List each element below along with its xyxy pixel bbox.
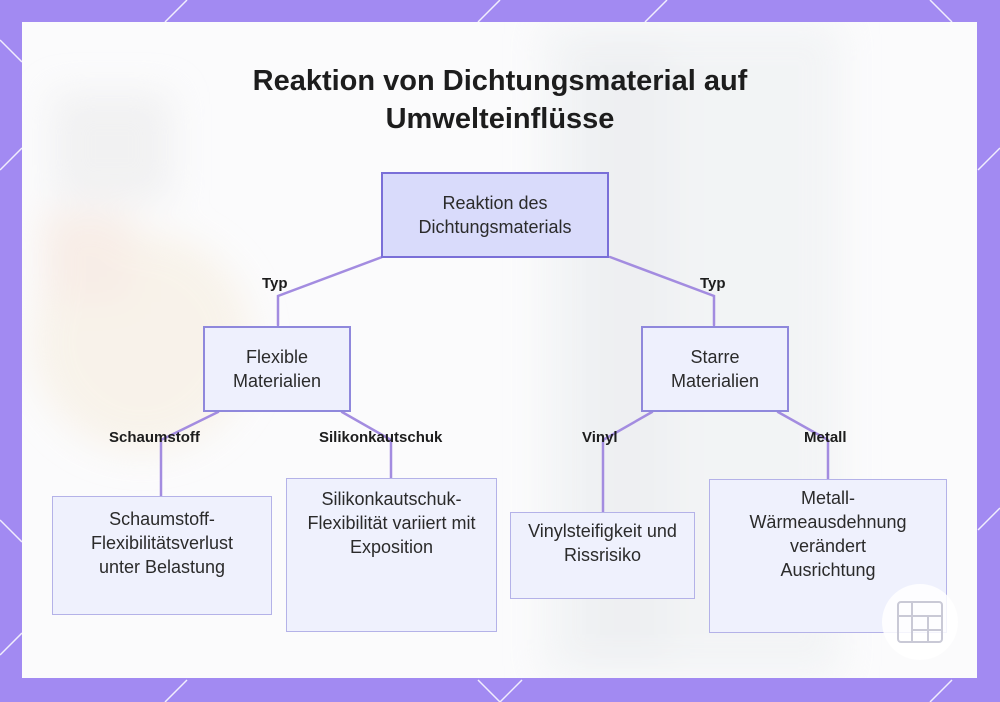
- edge-label-schaumstoff: Schaumstoff: [109, 429, 200, 446]
- root-node: Reaktion des Dichtungsmaterials: [381, 172, 609, 258]
- edge-label-vinyl: Vinyl: [582, 429, 618, 446]
- silicone-leaf-node: Silikonkautschuk-Flexibilität variiert m…: [286, 478, 497, 632]
- edge-root-flexible: [276, 255, 384, 327]
- foam-leaf-node: Schaumstoff-Flexibilitätsverlust unter B…: [52, 496, 272, 615]
- metal-leaf-label: Metall-Wärmeausdehnung verändert Ausrich…: [749, 488, 907, 580]
- watermark-logo-icon: [882, 584, 958, 660]
- edge-flexible-schaumstoff: [159, 410, 220, 499]
- edge-root-starre: [608, 255, 716, 327]
- edge-label-typ-right: Typ: [700, 275, 726, 292]
- edge-label-silikonkautschuk: Silikonkautschuk: [319, 429, 443, 446]
- vinyl-leaf-label: Vinylsteifigkeit und Rissrisiko: [528, 521, 677, 565]
- diagram-title: Reaktion von Dichtungsmaterial auf Umwel…: [0, 62, 1000, 138]
- vinyl-leaf-node: Vinylsteifigkeit und Rissrisiko: [510, 512, 695, 599]
- rigid-materials-node: Starre Materialien: [641, 326, 789, 412]
- title-line-2: Umwelteinflüsse: [385, 103, 615, 135]
- title-line-1: Reaktion von Dichtungsmaterial auf: [252, 65, 748, 97]
- silicone-leaf-label: Silikonkautschuk-Flexibilität variiert m…: [307, 489, 476, 557]
- foam-leaf-label: Schaumstoff-Flexibilitätsverlust unter B…: [90, 509, 234, 577]
- edge-label-typ-left: Typ: [262, 275, 288, 292]
- edge-starre-metall: [776, 410, 830, 482]
- root-node-label: Reaktion des Dichtungsmaterials: [418, 193, 572, 237]
- flexible-materials-label: Flexible Materialien: [232, 347, 322, 391]
- edge-starre-vinyl: [601, 410, 654, 515]
- edge-label-metall: Metall: [804, 429, 847, 446]
- rigid-materials-label: Starre Materialien: [670, 347, 760, 391]
- edge-flexible-silikon: [340, 410, 393, 481]
- flexible-materials-node: Flexible Materialien: [203, 326, 351, 412]
